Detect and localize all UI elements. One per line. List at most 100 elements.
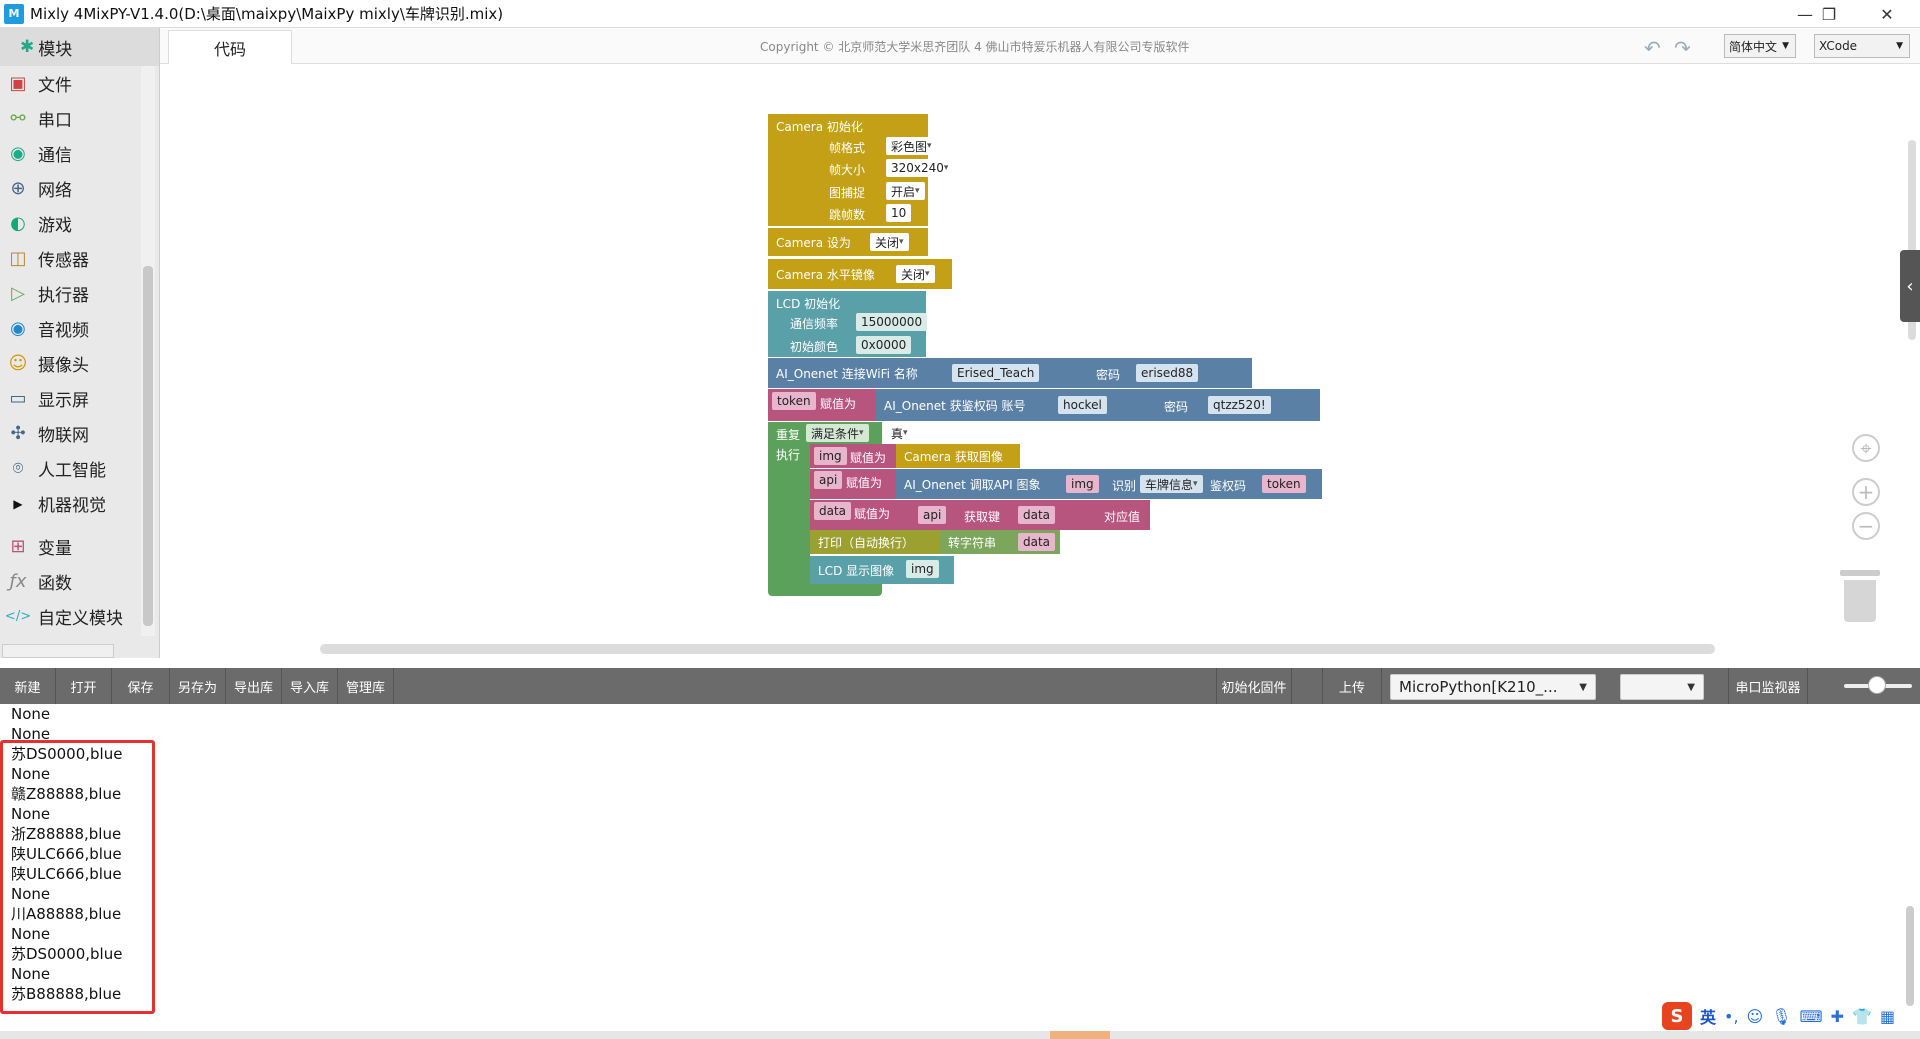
sidebar-item-display[interactable]: ▭显示屏 — [0, 381, 159, 416]
repeat-body-bar — [768, 446, 810, 586]
skin-icon[interactable]: ✚ — [1830, 1006, 1845, 1026]
camera-mirror-dropdown[interactable]: 关闭 — [896, 265, 935, 283]
skip-input[interactable]: 10 — [886, 204, 912, 222]
api-var-ref[interactable]: api — [918, 506, 947, 524]
sidebar-horizontal-scrollbar[interactable] — [2, 644, 114, 658]
token-var[interactable]: token — [772, 392, 816, 410]
collapse-panel-button[interactable]: ‹ — [1900, 250, 1920, 322]
api-call-block[interactable]: AI_Onenet 调取API 图象 — [896, 469, 1322, 499]
board-select[interactable]: MicroPython[K210_...▼ — [1390, 674, 1596, 700]
skip-label: 跳帧数 — [829, 208, 866, 222]
tab-code[interactable]: 代码 — [168, 30, 292, 64]
sidebar-scroll-thumb[interactable] — [143, 266, 153, 626]
manage-lib-button[interactable]: 管理库 — [338, 668, 394, 704]
game-icon: ◐ — [10, 213, 26, 234]
import-lib-button[interactable]: 导入库 — [282, 668, 338, 704]
camera-mirror-block[interactable]: Camera 水平镜像 — [768, 259, 952, 289]
save-button[interactable]: 保存 — [112, 668, 170, 704]
img-var-ref[interactable]: img — [1066, 475, 1099, 493]
console-output[interactable]: None None 苏DS0000,blue None 赣Z88888,blue… — [0, 704, 1920, 1031]
api-var[interactable]: api — [814, 471, 843, 489]
tools-icon[interactable]: 👕 — [1852, 1006, 1872, 1026]
theme-select[interactable]: XCode▼ — [1814, 34, 1910, 58]
trash-icon[interactable] — [1840, 570, 1880, 622]
data-var-ref[interactable]: data — [1018, 533, 1056, 551]
exec-label: 执行 — [776, 448, 801, 462]
sidebar-scrollbar[interactable] — [141, 66, 155, 636]
sidebar-item-sensor[interactable]: ◫传感器 — [0, 241, 159, 276]
repeat-condition-dropdown[interactable]: 满足条件 — [806, 424, 869, 442]
upload-button[interactable]: 上传 — [1322, 668, 1382, 704]
microphone-icon[interactable]: 🎙 — [1771, 1006, 1792, 1026]
repeat-value-dropdown[interactable]: 真 — [886, 424, 913, 442]
capture-dropdown[interactable]: 开启 — [886, 182, 925, 200]
sidebar-item-iot[interactable]: ✣物联网 — [0, 416, 159, 451]
undo-icon[interactable]: ↶ — [1644, 36, 1661, 60]
print-block[interactable]: 打印（自动换行） — [810, 530, 940, 554]
workspace-vertical-scrollbar[interactable] — [1908, 140, 1916, 340]
zoom-out-icon[interactable]: − — [1852, 512, 1880, 540]
keyboard-icon[interactable]: ⌨ — [1799, 1006, 1823, 1026]
lcd-color-label: 初始颜色 — [790, 340, 839, 354]
account-pwd-input[interactable]: qtzz520! — [1208, 396, 1271, 414]
init-firmware-button[interactable]: 初始化固件 — [1216, 668, 1292, 704]
sidebar-item-serial[interactable]: ⚯串口 — [0, 101, 159, 136]
export-lib-button[interactable]: 导出库 — [226, 668, 282, 704]
data-var[interactable]: data — [814, 502, 852, 520]
camera-get-block[interactable]: Camera 获取图像 — [896, 444, 1020, 468]
console-scrollbar[interactable] — [1904, 706, 1916, 1026]
ime-lang-toggle[interactable]: 英 — [1700, 1008, 1717, 1027]
sogou-logo-icon[interactable]: S — [1662, 1002, 1692, 1030]
open-button[interactable]: 打开 — [56, 668, 112, 704]
language-select[interactable]: 简体中文▼ — [1724, 34, 1796, 58]
sidebar-item-comm[interactable]: ◉通信 — [0, 136, 159, 171]
emoji-icon[interactable]: ☺ — [1746, 1006, 1764, 1026]
frame-size-dropdown[interactable]: 320x240 — [886, 159, 954, 177]
sidebar-item-actuator[interactable]: ▷执行器 — [0, 276, 159, 311]
console-scroll-thumb[interactable] — [1906, 906, 1914, 1006]
sidebar-item-game[interactable]: ◐游戏 — [0, 206, 159, 241]
status-bar — [0, 1031, 1920, 1039]
recenter-icon[interactable]: ⌖ — [1852, 434, 1880, 462]
port-select[interactable]: ▼ — [1620, 674, 1704, 700]
recognize-type-dropdown[interactable]: 车牌信息 — [1140, 475, 1203, 493]
wifi-name-input[interactable]: Erised_Teach — [952, 364, 1040, 382]
font-size-slider-thumb[interactable] — [1868, 676, 1886, 694]
punctuation-icon[interactable]: •, — [1724, 1006, 1739, 1026]
wifi-pwd-label: 密码 — [1096, 368, 1121, 382]
sidebar-item-media[interactable]: ◉音视频 — [0, 311, 159, 346]
token-var-ref[interactable]: token — [1262, 475, 1306, 493]
function-icon: ƒx — [9, 571, 27, 592]
camera-set-dropdown[interactable]: 关闭 — [870, 233, 909, 251]
img-var[interactable]: img — [814, 447, 847, 465]
sidebar-item-variable[interactable]: ⊞变量 — [0, 529, 159, 564]
close-button[interactable]: ✕ — [1880, 4, 1894, 24]
redo-icon[interactable]: ↷ — [1674, 36, 1691, 60]
sidebar-item-vision[interactable]: ▶机器视觉 — [0, 486, 159, 521]
account-input[interactable]: hockel — [1058, 396, 1107, 414]
frame-format-dropdown[interactable]: 彩色图 — [886, 137, 937, 155]
wifi-connect-block[interactable]: AI_Onenet 连接WiFi 名称 — [768, 358, 1252, 388]
media-icon: ◉ — [10, 318, 26, 339]
sidebar-item-custom[interactable]: </>自定义模块 — [0, 599, 159, 634]
toolbox-header[interactable]: ✱ 模块 — [0, 28, 159, 66]
zoom-in-icon[interactable]: + — [1852, 478, 1880, 506]
lcd-color-input[interactable]: 0x0000 — [856, 336, 912, 354]
wifi-pwd-input[interactable]: erised88 — [1136, 364, 1199, 382]
sidebar-item-network[interactable]: ⊕网络 — [0, 171, 159, 206]
minimize-button[interactable]: — — [1797, 4, 1813, 24]
console-line: None — [11, 765, 51, 783]
workspace-horizontal-scrollbar[interactable] — [320, 644, 1715, 654]
lcd-freq-input[interactable]: 15000000 — [856, 313, 928, 331]
sidebar-item-camera[interactable]: ☺摄像头 — [0, 346, 159, 381]
sidebar-item-ai[interactable]: ⌾人工智能 — [0, 451, 159, 486]
serial-monitor-button[interactable]: 串口监视器 — [1728, 668, 1808, 704]
restore-button[interactable]: ❐ — [1821, 4, 1837, 24]
img-var-ref[interactable]: img — [906, 560, 939, 578]
grid-menu-icon[interactable]: ▦ — [1879, 1006, 1896, 1026]
key-name-input[interactable]: data — [1018, 506, 1056, 524]
sidebar-item-file[interactable]: ▣文件 — [0, 66, 159, 101]
new-button[interactable]: 新建 — [0, 668, 56, 704]
save-as-button[interactable]: 另存为 — [170, 668, 226, 704]
